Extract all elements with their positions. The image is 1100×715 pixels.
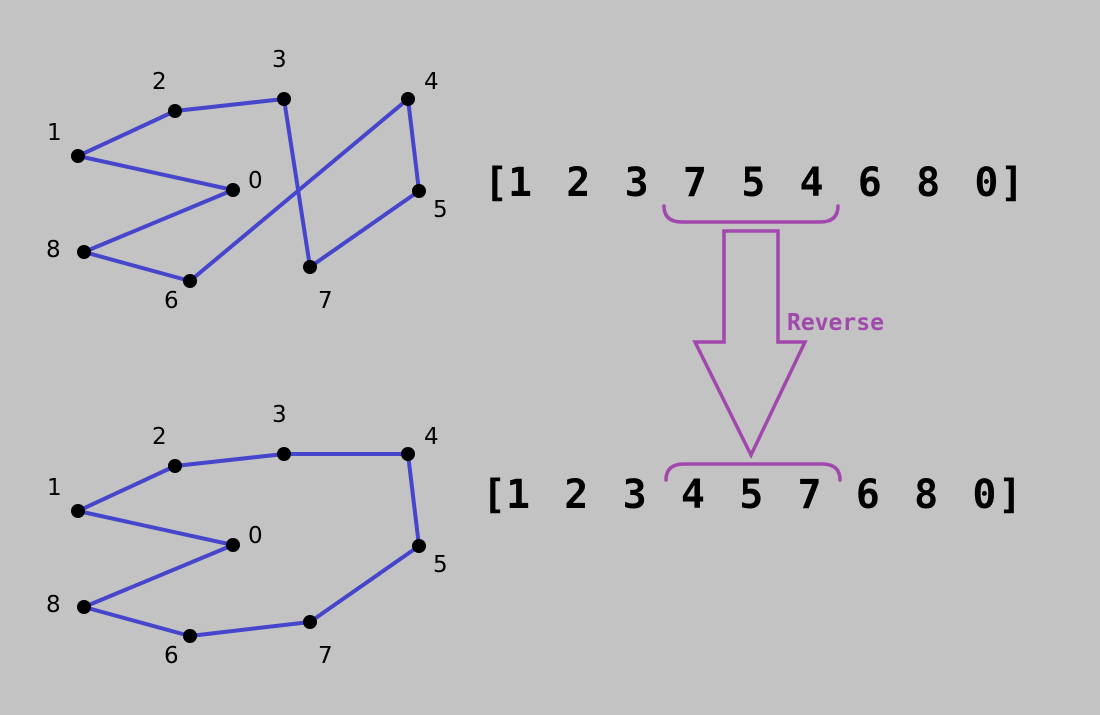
before-edge-4-6 [188,97,410,283]
after-node-label-8: 8 [46,592,61,618]
after-node-label-7: 7 [318,643,333,669]
array-before-open-bracket: [ [484,160,508,206]
before-edge-1-2 [76,109,177,158]
after-node-label-1: 1 [47,475,62,501]
before-node-5 [412,184,426,198]
after-edge-6-8 [82,605,192,638]
graph-after-edges [76,452,421,638]
before-node-7 [303,260,317,274]
after-node-0 [226,538,240,552]
array-after-item-0: 1 [506,472,530,518]
after-node-3 [277,447,291,461]
array-after-item-4: 5 [739,472,763,518]
after-node-label-3: 3 [272,402,287,428]
after-edge-7-6 [188,620,312,638]
array-after-item-5: 7 [798,472,822,518]
before-node-1 [71,149,85,163]
after-edge-0-1 [76,509,235,547]
before-edge-3-7 [282,97,312,269]
array-before-item-2: 3 [625,160,649,206]
before-node-8 [77,245,91,259]
before-node-6 [183,274,197,288]
segment-overbrace [664,462,842,482]
before-edge-0-1 [76,154,235,192]
array-after-item-8: 0 [972,472,996,518]
segment-underbrace [662,204,840,224]
after-node-label-4: 4 [424,424,439,450]
after-node-6 [183,629,197,643]
graph-after-labels: 0 1 2 3 4 5 6 7 8 [46,402,448,669]
graph-after-reversal: 0 1 2 3 4 5 6 7 8 [46,402,448,669]
after-node-7 [303,615,317,629]
array-after-item-2: 3 [623,472,647,518]
before-edge-8-0 [82,188,235,254]
before-node-label-5: 5 [433,197,448,223]
after-node-label-2: 2 [152,424,167,450]
after-node-5 [412,539,426,553]
before-node-label-4: 4 [424,69,439,95]
array-before-item-4: 5 [741,160,765,206]
before-node-2 [168,104,182,118]
before-edge-2-3 [173,97,286,113]
array-after-item-7: 8 [914,472,938,518]
before-edge-5-4 [406,97,421,193]
array-before-item-8: 0 [974,160,998,206]
after-edge-1-2 [76,464,177,513]
reverse-label: Reverse [787,310,884,336]
after-node-1 [71,504,85,518]
before-edge-6-8 [82,250,192,283]
before-node-label-3: 3 [272,47,287,73]
array-before-item-7: 8 [916,160,940,206]
array-before-close-bracket: ] [1000,160,1024,206]
array-after-open-bracket: [ [482,472,506,518]
before-node-3 [277,92,291,106]
array-before-item-1: 2 [566,160,590,206]
after-edge-4-5 [406,452,421,548]
after-node-label-5: 5 [433,552,448,578]
before-edge-7-5 [308,189,421,269]
graph-before-edges [76,97,421,283]
before-node-label-8: 8 [46,237,61,263]
graph-before-reversal: 0 1 2 3 4 5 6 7 8 [46,47,448,314]
after-edge-8-0 [82,543,235,609]
array-before-item-5: 4 [800,160,824,206]
before-node-label-0: 0 [248,168,263,194]
before-node-label-7: 7 [318,288,333,314]
after-edge-5-7 [308,544,421,624]
array-after-close-bracket: ] [998,472,1022,518]
before-node-label-1: 1 [47,120,62,146]
after-node-label-6: 6 [164,643,179,669]
graph-after-nodes [71,447,426,643]
array-before-item-0: 1 [508,160,532,206]
array-before-item-6: 6 [858,160,882,206]
graph-before-nodes [71,92,426,288]
before-node-label-2: 2 [152,69,167,95]
array-before-item-3: 7 [683,160,707,206]
reverse-arrow [692,229,808,459]
after-node-4 [401,447,415,461]
graph-before-labels: 0 1 2 3 4 5 6 7 8 [46,47,448,314]
before-node-4 [401,92,415,106]
after-node-8 [77,600,91,614]
before-node-label-6: 6 [164,288,179,314]
array-after-item-3: 4 [681,472,705,518]
after-edge-2-3 [173,452,286,468]
before-node-0 [226,183,240,197]
array-after-item-6: 6 [856,472,880,518]
after-node-label-0: 0 [248,523,263,549]
array-after-item-1: 2 [564,472,588,518]
after-node-2 [168,459,182,473]
